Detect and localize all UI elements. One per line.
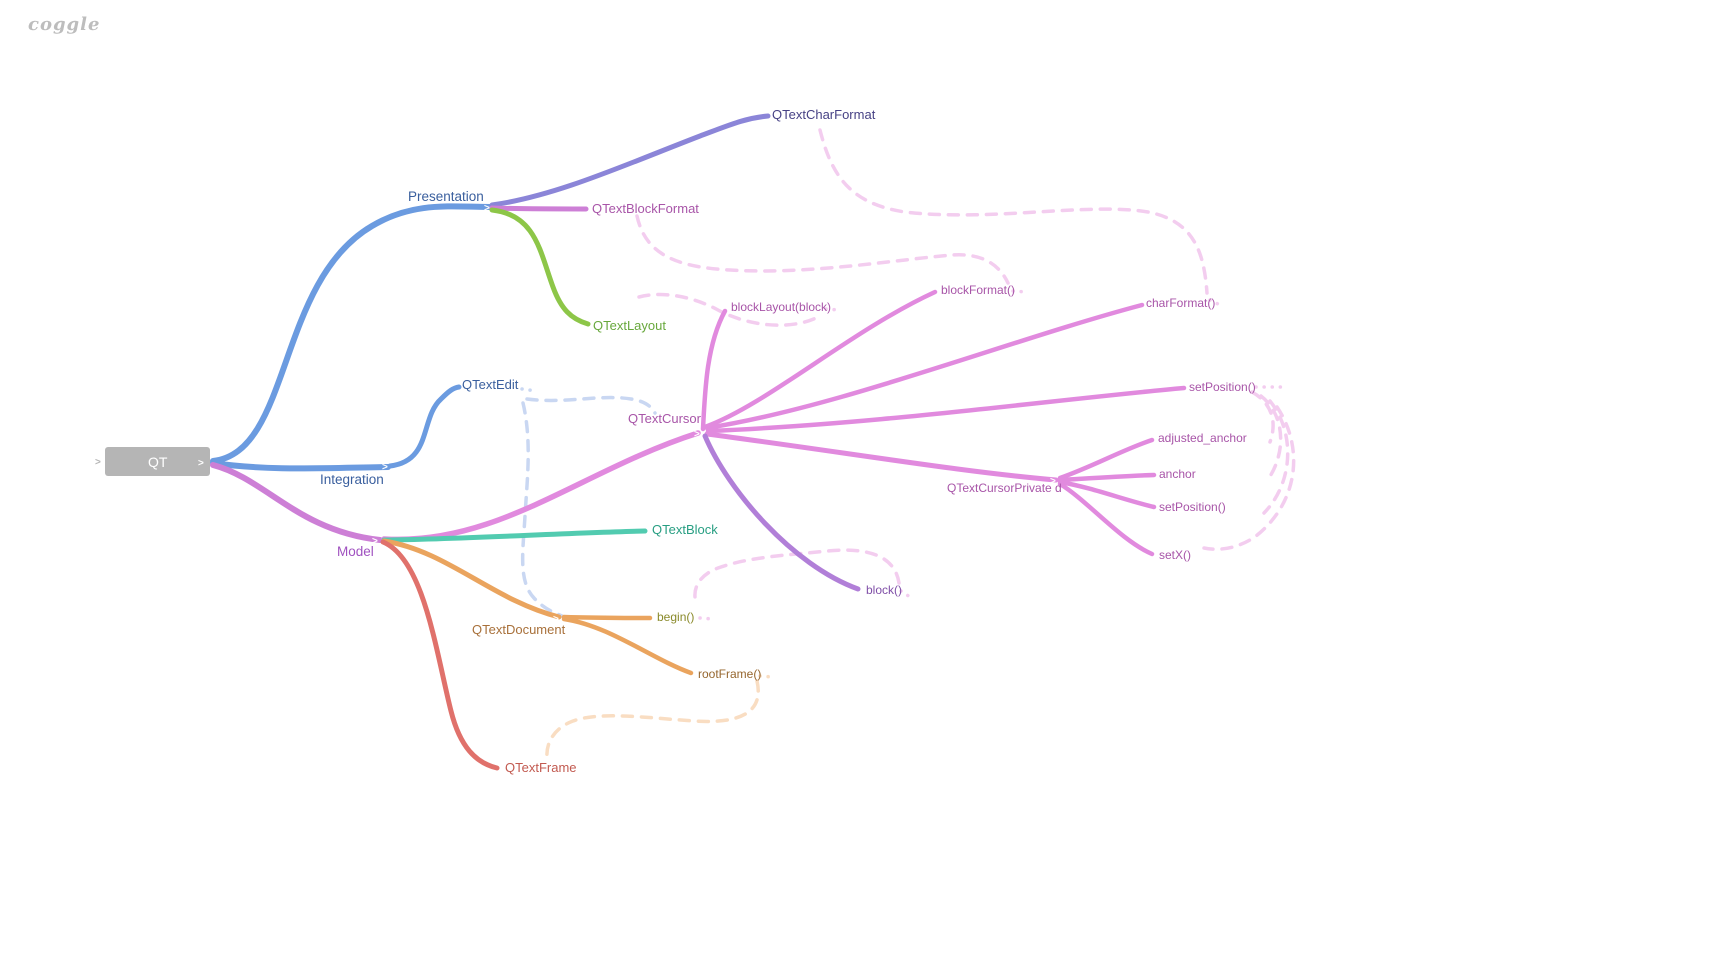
dots-rootframe [758, 674, 774, 679]
chevron-qt-left: > [95, 457, 101, 468]
edge-presentation-qtextcharformat [489, 113, 771, 208]
node-block[interactable]: block() [866, 583, 902, 597]
node-qtextframe[interactable]: QTextFrame [505, 760, 577, 775]
node-charformat[interactable]: charFormat() [1146, 296, 1215, 310]
node-integration[interactable]: Integration [320, 472, 384, 487]
edge-qt-integration [210, 460, 391, 472]
assoc-anchor-curl-2 [1259, 394, 1283, 480]
edge-qtextcursor-private [704, 431, 1059, 483]
node-qtextlayout[interactable]: QTextLayout [593, 318, 666, 333]
node-anchor[interactable]: anchor [1159, 467, 1196, 481]
edge-model-qtextdocument [381, 538, 562, 620]
node-model[interactable]: Model [337, 544, 374, 559]
assoc-anchor-to-setx [1202, 405, 1296, 551]
edge-qtextdocument-begin [561, 614, 653, 621]
edge-qtextcursor-setposition [705, 385, 1187, 434]
edge-qtextcursor-block [702, 433, 861, 592]
dots-charformat [1208, 298, 1220, 306]
chevron-qt-right: > [198, 458, 204, 469]
node-setposition-private[interactable]: setPosition() [1159, 500, 1226, 514]
edge-private-setx [1057, 481, 1155, 557]
root-node-box[interactable] [105, 447, 210, 476]
edge-qtextcursor-charformat [704, 302, 1145, 431]
node-qtextdocument[interactable]: QTextDocument [472, 622, 566, 637]
edge-qtextcursor-blockformat [702, 289, 938, 430]
edge-presentation-qtextblockformat [489, 205, 589, 212]
edge-private-anchor [1057, 472, 1157, 483]
node-qtextcharformat[interactable]: QTextCharFormat [772, 107, 876, 122]
assoc-blockformat-to-qtextblockformat [635, 214, 1010, 285]
node-qtextblockformat[interactable]: QTextBlockFormat [592, 201, 699, 216]
edge-presentation-qtextlayout [489, 207, 591, 327]
edge-private-setposition [1057, 479, 1157, 510]
dots-blocklayout [824, 307, 842, 312]
assoc-qtextedit-to-qtextdocument [520, 401, 564, 618]
assoc-anchor-curl-3 [1262, 399, 1290, 515]
node-begin[interactable]: begin() [657, 610, 694, 624]
root-node-label[interactable]: QT [148, 454, 168, 470]
edge-qtextdocument-rootframe [561, 616, 694, 676]
edge-model-qtextcursor [381, 430, 701, 543]
node-qtextblock[interactable]: QTextBlock [652, 522, 718, 537]
node-blocklayout-block[interactable]: blockLayout(block) [731, 300, 831, 314]
node-blockformat[interactable]: blockFormat() [941, 283, 1015, 297]
dots-qtextedit [520, 387, 538, 393]
assoc-anchor-curl-1 [1250, 390, 1275, 444]
dots-begin [698, 616, 714, 621]
assoc-block-to-begin [693, 548, 901, 599]
edge-qt-presentation [210, 203, 493, 464]
node-qtextcursor[interactable]: QTextCursor [628, 411, 702, 426]
edge-qt-model [210, 462, 383, 543]
coggle-logo[interactable]: coggle [28, 14, 100, 35]
edge-integration-qtextedit [387, 384, 462, 469]
edge-private-adjusted-anchor [1057, 437, 1155, 481]
dots-block [899, 589, 912, 599]
assoc-blocklayout-loop [637, 292, 820, 327]
node-adjusted-anchor[interactable]: adjusted_anchor [1158, 431, 1247, 445]
edge-model-qtextblock [381, 528, 648, 543]
chevron-model: > [372, 536, 378, 547]
chevron-presentation: > [484, 203, 490, 214]
chevron-qtextcursor: > [694, 429, 700, 440]
node-qtextedit[interactable]: QTextEdit [462, 377, 519, 392]
chevron-private: > [1050, 476, 1056, 487]
node-rootframe[interactable]: rootFrame() [698, 667, 761, 681]
node-setposition-cursor[interactable]: setPosition() [1189, 380, 1256, 394]
chevron-qtextdocument: > [553, 614, 559, 625]
edge-qtextcursor-blocklayout [700, 308, 728, 432]
edge-model-qtextframe [380, 539, 500, 771]
assoc-charformat-to-qtextcharformat [818, 128, 1209, 295]
node-qtextcursorprivate[interactable]: QTextCursorPrivate d [947, 481, 1062, 495]
node-setx[interactable]: setX() [1159, 548, 1191, 562]
chevron-integration: > [382, 462, 388, 473]
node-presentation[interactable]: Presentation [408, 189, 484, 204]
assoc-rootframe-to-qtextframe [545, 679, 760, 759]
dots-blockformat [1011, 289, 1029, 294]
assoc-qtextedit-to-qtextcursor [525, 395, 657, 415]
